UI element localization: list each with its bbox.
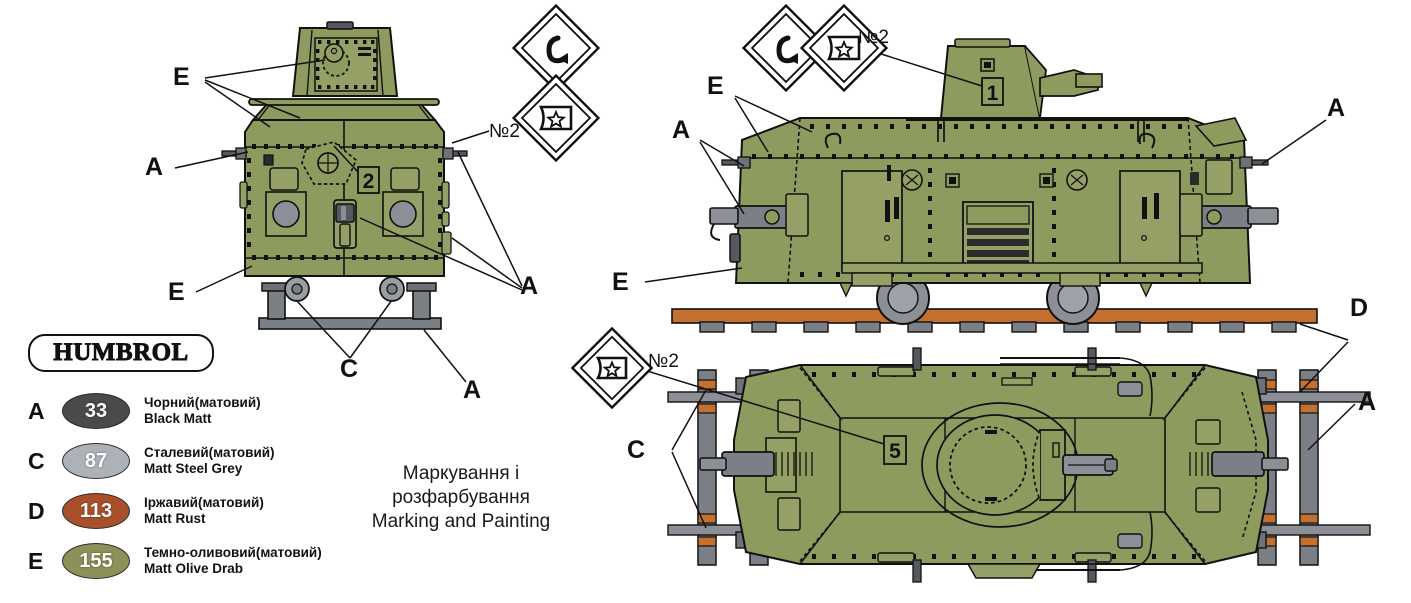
paint-row: D 113 Іржавий(матовий) Matt Rust xyxy=(28,486,328,536)
front-view: 2 xyxy=(174,21,523,383)
decal-ref-front: 2 xyxy=(363,170,375,193)
paint-name-ua: Чорний(матовий) xyxy=(144,395,261,411)
sheet-title-ua: Маркування і розфарбування xyxy=(392,463,530,508)
paint-name-en: Matt Rust xyxy=(144,511,206,526)
paint-name-en: Matt Olive Drab xyxy=(144,561,244,576)
paint-names: Чорний(матовий) Black Matt xyxy=(144,395,261,427)
decal-label-plan: №2 xyxy=(648,351,679,372)
paint-names: Сталевий(матовий) Matt Steel Grey xyxy=(144,445,275,477)
rail xyxy=(671,308,1318,324)
callout-plan-a: A xyxy=(1358,388,1377,416)
callout-plan-c: C xyxy=(627,436,646,464)
callout-side-e-low: E xyxy=(612,268,629,296)
paint-chip: 113 xyxy=(62,493,130,529)
decal-marker-side xyxy=(741,3,889,93)
paint-name-ua: Іржавий(матовий) xyxy=(144,495,264,511)
paint-number: 155 xyxy=(79,549,113,572)
star-flag-icon xyxy=(538,105,573,131)
humbrol-logo-text: HUMBROL xyxy=(53,339,189,367)
paint-code: A xyxy=(28,397,45,424)
paint-name-ua: Темно-оливовий(матовий) xyxy=(144,545,322,561)
decal-ref-side: 1 xyxy=(987,82,999,105)
paint-row: E 155 Темно-оливовий(матовий) Matt Olive… xyxy=(28,536,328,586)
paint-names: Темно-оливовий(матовий) Matt Olive Drab xyxy=(144,545,322,577)
paint-list: A 33 Чорний(матовий) Black Matt C 87 Ста… xyxy=(28,386,328,586)
sheet-title-en: Marking and Painting xyxy=(371,510,551,532)
decal-ref-plan: 5 xyxy=(889,440,901,463)
decal-marker-plan xyxy=(570,326,654,410)
rotate-icon xyxy=(546,35,568,64)
paint-row: C 87 Сталевий(матовий) Matt Steel Grey xyxy=(28,436,328,486)
callout-front-a-left: A xyxy=(145,153,164,181)
decal-marker-front xyxy=(511,3,601,163)
callout-front-e-top: E xyxy=(173,63,190,91)
paint-legend: HUMBROL A 33 Чорний(матовий) Black Matt … xyxy=(28,334,328,586)
paint-number: 113 xyxy=(79,499,113,522)
callout-side-a-left: A xyxy=(672,116,691,144)
humbrol-logo: HUMBROL xyxy=(28,334,214,372)
plan-view: 5 xyxy=(630,323,1371,583)
callout-front-a-right: A xyxy=(520,272,539,300)
paint-row: A 33 Чорний(матовий) Black Matt xyxy=(28,386,328,436)
paint-name-en: Black Matt xyxy=(144,411,212,426)
callout-side-e-top: E xyxy=(707,72,724,100)
callout-front-e-low: E xyxy=(168,278,185,306)
paint-name-en: Matt Steel Grey xyxy=(144,461,243,476)
paint-chip: 33 xyxy=(62,393,130,429)
paint-chip: 87 xyxy=(62,443,130,479)
callout-side-a-right: A xyxy=(1327,94,1346,122)
star-flag-icon xyxy=(595,356,628,380)
callout-plan-d: D xyxy=(1350,294,1369,322)
callout-front-a-bottom: A xyxy=(463,376,482,404)
decal-label-front: №2 xyxy=(489,121,520,142)
paint-number: 87 xyxy=(84,449,108,472)
star-flag-icon xyxy=(826,35,861,61)
callout-front-c: C xyxy=(340,355,359,383)
decal-label-side: №2 xyxy=(858,27,889,48)
paint-names: Іржавий(матовий) Matt Rust xyxy=(144,495,264,527)
paint-code: C xyxy=(28,447,45,474)
paint-name-ua: Сталевий(матовий) xyxy=(144,445,275,461)
rotate-icon xyxy=(776,35,798,64)
paint-code: D xyxy=(28,497,45,524)
sheet-title: Маркування і розфарбування Marking and P… xyxy=(333,462,589,533)
paint-code: E xyxy=(28,547,44,574)
side-view: 1 xyxy=(644,38,1327,333)
paint-chip: 155 xyxy=(62,543,130,579)
paint-number: 33 xyxy=(84,399,108,422)
